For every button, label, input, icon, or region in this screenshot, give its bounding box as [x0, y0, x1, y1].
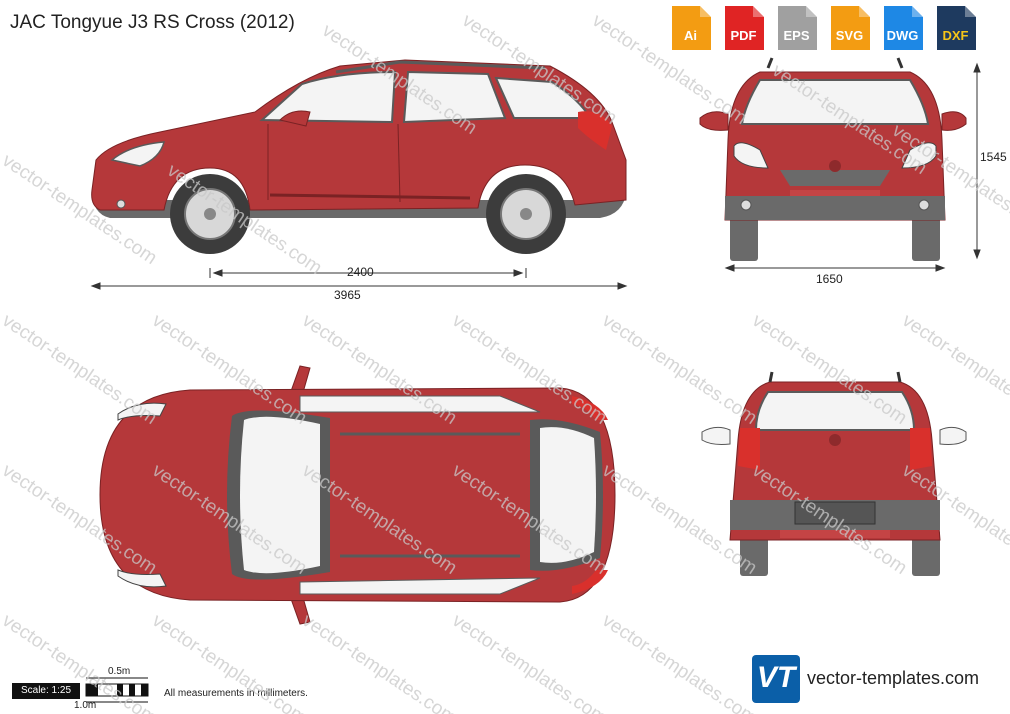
front-view	[699, 57, 967, 261]
format-label: EPS	[783, 28, 810, 43]
format-badges: Ai PDF EPS SVG DWG DXF	[668, 4, 978, 52]
format-badge-dwg[interactable]: DWG	[880, 4, 925, 52]
file-icon	[831, 6, 870, 50]
format-label: DWG	[886, 28, 919, 43]
file-icon	[884, 6, 923, 50]
side-dimensions	[90, 268, 628, 290]
height-label: 1545	[980, 150, 1007, 164]
format-label: DXF	[942, 28, 969, 43]
rear-view	[701, 371, 967, 576]
site-name[interactable]: vector-templates.com	[807, 668, 980, 688]
format-badge-eps[interactable]: EPS	[774, 4, 819, 52]
width-label: 1650	[816, 272, 843, 286]
file-icon	[778, 6, 817, 50]
length-label: 3965	[334, 288, 361, 302]
front-dimensions	[724, 62, 981, 272]
page-title: JAC Tongyue J3 RS Cross (2012)	[10, 12, 295, 33]
format-label: PDF	[730, 28, 757, 43]
measurement-note: All measurements in millimeters.	[164, 688, 308, 699]
scale-half-meter: 0.5m	[108, 666, 131, 677]
scale-label: Scale: 1:25	[12, 683, 80, 699]
format-label: Ai	[684, 28, 697, 43]
format-badge-dxf[interactable]: DXF	[933, 4, 978, 52]
file-icon	[937, 6, 976, 50]
format-badge-svg[interactable]: SVG	[827, 4, 872, 52]
vt-logo[interactable]: VT	[752, 655, 800, 703]
format-badge-pdf[interactable]: PDF	[721, 4, 766, 52]
scale-bar	[85, 677, 149, 703]
file-icon	[672, 6, 711, 50]
scale-one-meter: 1.0m	[74, 700, 97, 711]
format-badge-ai[interactable]: Ai	[668, 4, 713, 52]
side-view	[91, 59, 627, 254]
wheelbase-label: 2400	[347, 265, 374, 279]
format-label: SVG	[835, 28, 864, 43]
top-view	[99, 365, 616, 625]
file-icon	[725, 6, 764, 50]
